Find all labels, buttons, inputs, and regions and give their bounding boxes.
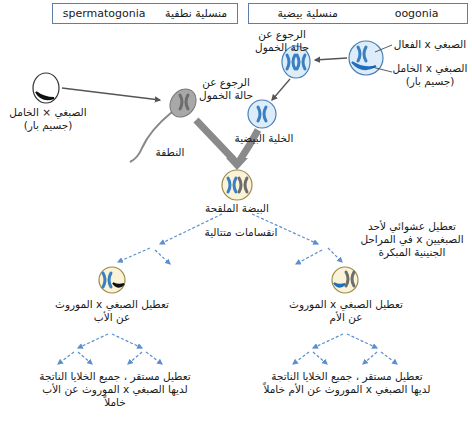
- box-title: منسلية نطفية: [165, 7, 227, 20]
- sperm-cell: [130, 84, 201, 162]
- annotation-label: تعطيل مستقر ، جميع الخلايا الناتجة لديها…: [30, 370, 200, 409]
- annotation-label: الصبغي × الخامل (جسيم بار): [2, 106, 94, 132]
- annotation-label: الرجوع عن حالة الخمول: [250, 28, 314, 54]
- box-title: spermatogonia: [63, 7, 146, 20]
- annotation-label: الخلية البيضية: [222, 132, 306, 145]
- spermatogonium-cell: [33, 73, 59, 103]
- oogonia-cell: [349, 41, 383, 75]
- box-title: منسلية بيضية: [277, 7, 338, 20]
- annotation-label: البيضة الملقحة: [190, 202, 284, 215]
- annotation-label: تعطيل مستقر ، جميع الخلايا الناتجة لديها…: [262, 370, 432, 396]
- egg-cell: [248, 100, 276, 128]
- zygote-cell: [222, 170, 252, 200]
- annotation-label: الصبغي x الفعال: [388, 38, 472, 51]
- annotation-label: انقسامات متتالية: [196, 226, 286, 239]
- cell-type-box: منسلية نطفية spermatogonia: [52, 3, 238, 24]
- annotation-label: الرجوع عن حالة الخمول: [196, 76, 256, 102]
- maternal-inactive-cell: [332, 267, 358, 293]
- box-title: oogonia: [395, 7, 439, 20]
- cell-type-box: منسلية بيضية oogonia: [248, 3, 468, 24]
- annotation-label: النطفة: [140, 146, 200, 159]
- division-tree: [58, 214, 397, 364]
- annotation-label: تعطيل عشوائي لأحد الصبغيين x في المراحل …: [354, 220, 470, 259]
- annotation-label: تعطيل الصبغي x الموروث عن الأب: [50, 298, 174, 324]
- paternal-inactive-cell: [99, 267, 125, 293]
- annotation-label: الصبغي x الخامل (جسيم بار): [388, 62, 472, 88]
- annotation-label: تعطيل الصبغي x الموروث عن الأم: [284, 298, 408, 324]
